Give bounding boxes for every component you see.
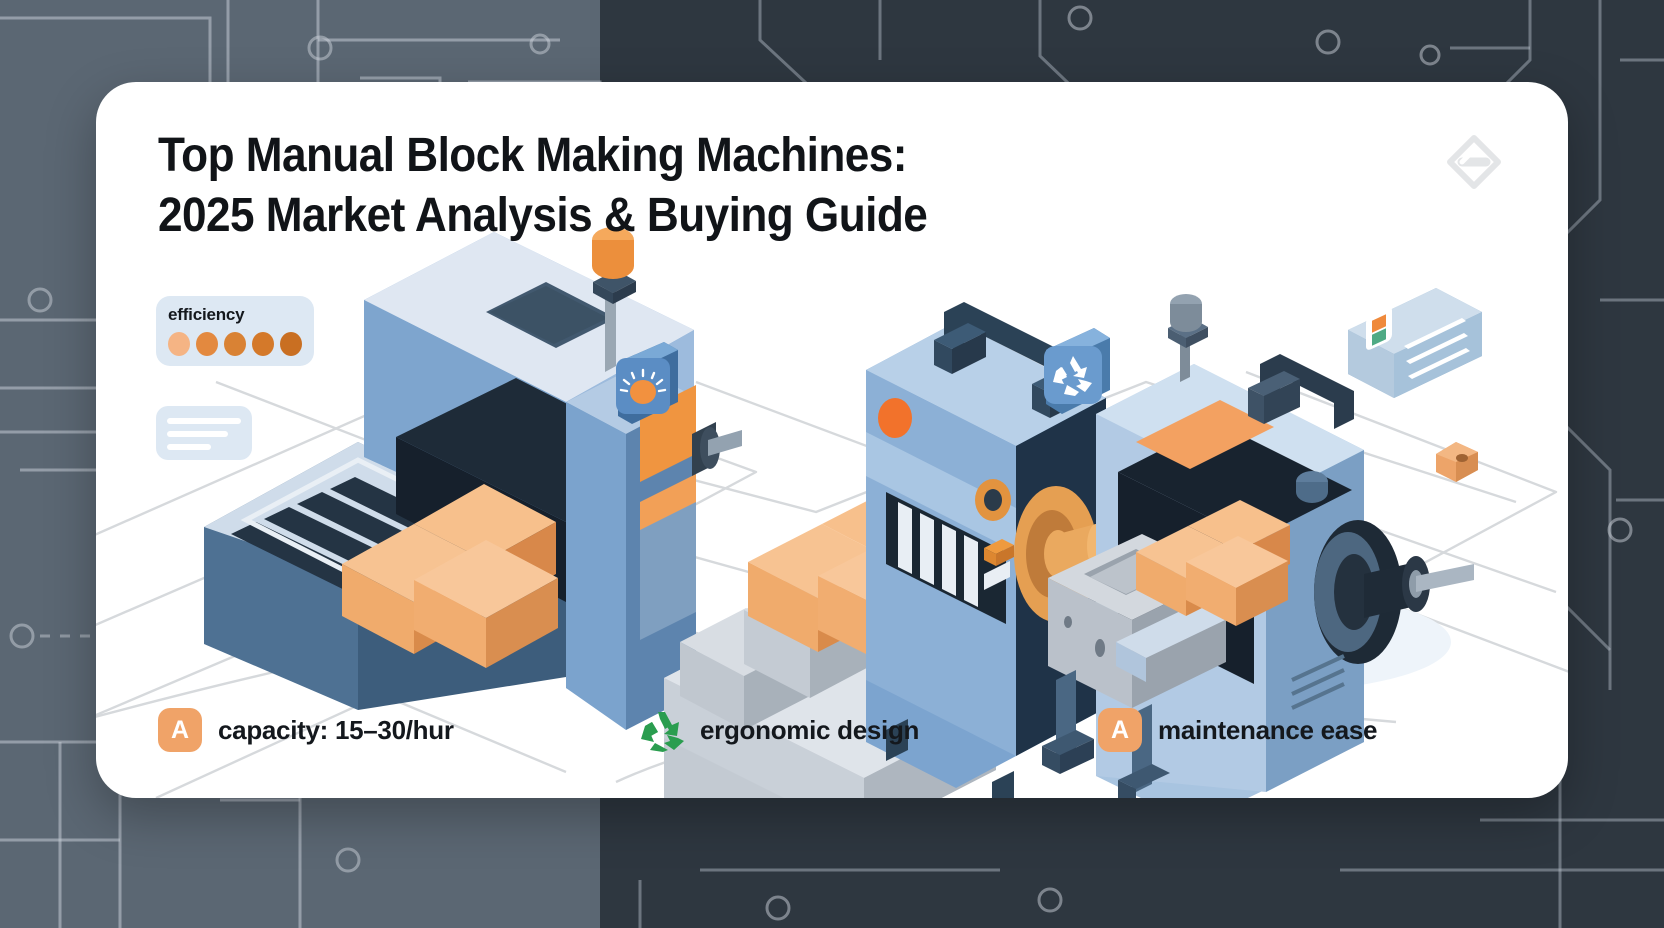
brightness-tile: [616, 342, 678, 424]
efficiency-label: efficiency: [168, 305, 245, 324]
machine-illustrations: [204, 227, 1474, 798]
text-line-3: [167, 444, 212, 450]
thumbnail-accent-green: [1372, 328, 1386, 346]
badge-letter: A: [1110, 715, 1130, 744]
machine-flywheel-press: [1042, 294, 1474, 798]
spec-card-tile: [1348, 288, 1482, 398]
recycle-tile: [1044, 328, 1110, 414]
efficiency-dot-3: [224, 332, 246, 356]
feature-capacity-label: capacity: 15–30/hur: [218, 714, 454, 745]
sun-icon: [619, 368, 667, 404]
machine-portable-press: [664, 302, 1106, 798]
feature-maintenance[interactable]: A maintenance ease: [1098, 708, 1528, 752]
text-line-1: [167, 418, 241, 424]
efficiency-rating-dots: [168, 332, 302, 356]
machine-conveyor: [204, 227, 742, 730]
efficiency-dot-4: [252, 332, 274, 356]
block-tag-icon: <: [1436, 442, 1478, 482]
diamond-logo-icon: [1447, 135, 1501, 189]
title-line-1: Top Manual Block Making Machines:: [158, 129, 908, 182]
content-card: Top Manual Block Making Machines: 2025 M…: [96, 82, 1568, 798]
efficiency-card: efficiency: [156, 296, 314, 366]
grade-badge-a: A: [1098, 708, 1142, 752]
recycle-icon: [1053, 356, 1092, 396]
efficiency-dot-2: [196, 332, 218, 356]
page-title: Top Manual Block Making Machines: 2025 M…: [158, 126, 1115, 247]
text-lines-card: [156, 406, 252, 460]
feature-maintenance-label: maintenance ease: [1158, 714, 1378, 745]
grade-badge-a: A: [158, 708, 202, 752]
feature-ergonomics[interactable]: ergonomic design: [638, 708, 1098, 752]
thumbnail-accent-orange: [1372, 314, 1386, 333]
recycle-icon: [641, 712, 684, 752]
card-text-lines: [1404, 318, 1470, 379]
title-line-2: 2025 Market Analysis & Buying Guide: [158, 189, 928, 243]
feature-ergonomics-label: ergonomic design: [700, 714, 920, 745]
feature-list: A capacity: 15–30/hur ergonomic design: [96, 708, 1568, 752]
efficiency-dot-1: [168, 332, 190, 356]
text-line-2: [167, 431, 228, 437]
efficiency-dot-5: [280, 332, 302, 356]
feature-capacity[interactable]: A capacity: 15–30/hur: [158, 708, 638, 752]
badge-letter: A: [170, 715, 190, 744]
